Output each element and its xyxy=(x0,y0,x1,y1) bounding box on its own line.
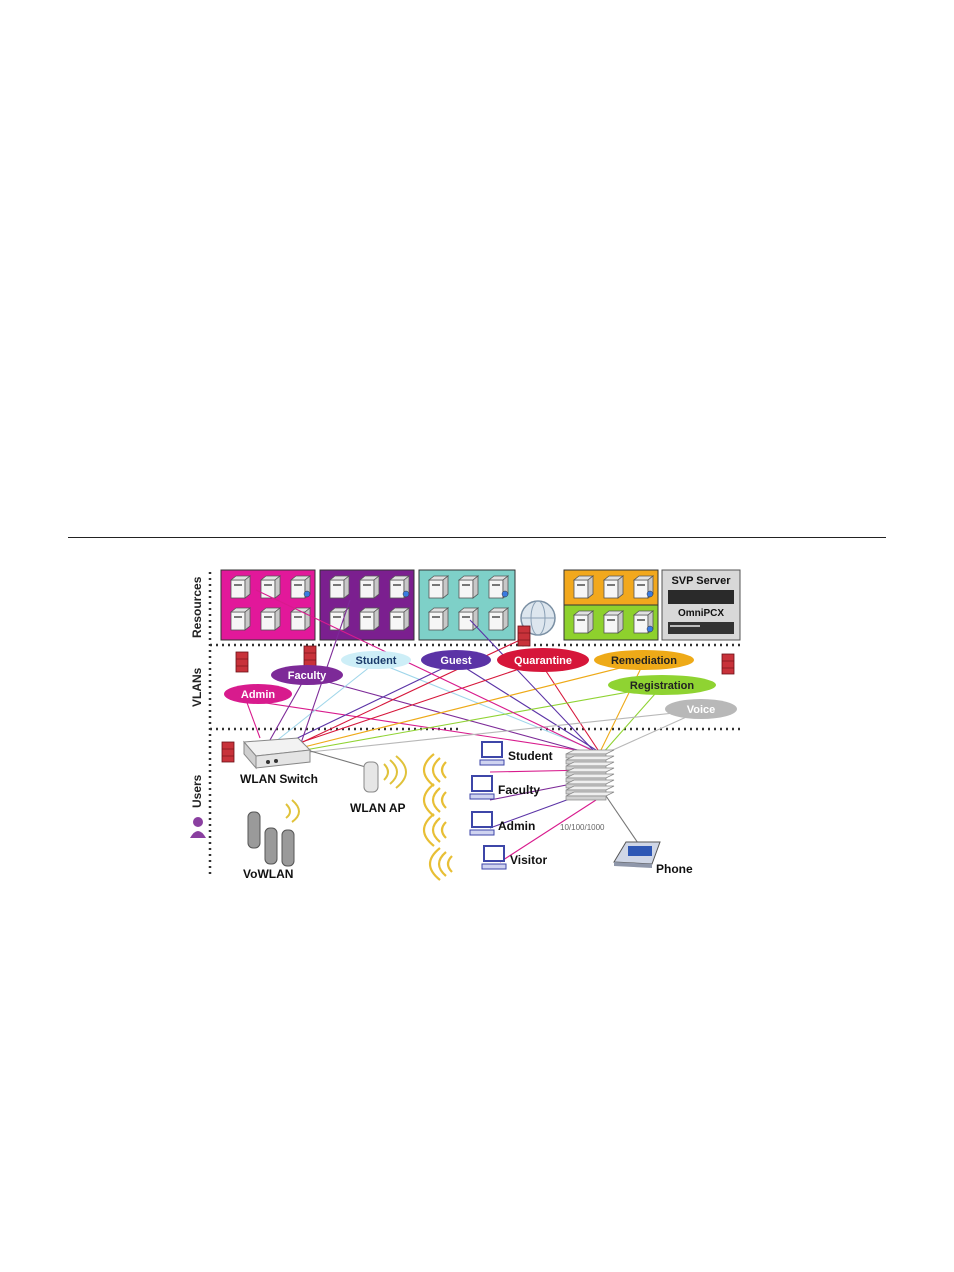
server-icon xyxy=(459,576,478,598)
server-icon xyxy=(261,576,280,598)
server-icon xyxy=(291,576,310,598)
server-icon xyxy=(574,611,593,633)
vlan-label: Faculty xyxy=(288,670,327,682)
wired-user-faculty: Faculty xyxy=(470,776,540,799)
vlan-student: Student xyxy=(341,651,411,669)
vlan-registration: Registration xyxy=(608,675,716,695)
server-icon xyxy=(261,608,280,630)
server-icon xyxy=(231,576,250,598)
wired-user-visitor: Visitor xyxy=(482,846,547,869)
resource-panel-guest xyxy=(419,570,515,640)
server-icon xyxy=(330,576,349,598)
server-icon xyxy=(574,576,593,598)
server-icon xyxy=(459,608,478,630)
wlan-ap-label: WLAN AP xyxy=(350,801,406,815)
server-icon xyxy=(429,608,448,630)
vlan-quarantine: Quarantine xyxy=(497,648,589,672)
resource-panel-admin xyxy=(221,570,315,640)
wired-user-label: Student xyxy=(508,749,553,763)
switch-speed-label: 10/100/1000 xyxy=(560,823,605,832)
server-icon xyxy=(489,576,508,598)
vlan-label: Guest xyxy=(440,655,472,667)
firewall-icon xyxy=(236,652,248,672)
server-icon xyxy=(604,576,623,598)
omnipcx-label: OmniPCX xyxy=(678,608,724,619)
ip-phone-icon xyxy=(614,842,660,868)
row-label-resources: Resources xyxy=(190,576,204,638)
monitor-icon xyxy=(482,846,506,869)
wlan-switch-label: WLAN Switch xyxy=(240,772,318,786)
server-icon xyxy=(360,576,379,598)
firewall-icon xyxy=(722,654,734,674)
server-icon xyxy=(360,608,379,630)
voice-panel: SVP Server OmniPCX xyxy=(662,570,740,640)
server-icon xyxy=(604,611,623,633)
vlan-label: Remediation xyxy=(611,655,677,667)
server-rack-icon xyxy=(668,590,734,604)
monitor-icon xyxy=(470,812,494,835)
server-icon xyxy=(634,576,653,598)
vlan-label: Admin xyxy=(241,689,276,701)
resource-panel-registration xyxy=(564,605,658,640)
vlan-label: Student xyxy=(356,655,397,667)
wired-user-label: Faculty xyxy=(498,783,540,797)
vlan-guest: Guest xyxy=(421,650,491,670)
firewall-icon xyxy=(222,742,234,762)
row-label-vlans: VLANs xyxy=(190,667,204,707)
server-icon xyxy=(390,608,409,630)
switch-stack-icon xyxy=(566,750,614,800)
vlan-label: Voice xyxy=(687,704,716,716)
server-icon xyxy=(390,576,409,598)
monitor-icon xyxy=(470,776,494,799)
vlan-voice: Voice xyxy=(665,699,737,719)
handset-icon xyxy=(248,800,299,866)
server-icon xyxy=(489,608,508,630)
server-icon xyxy=(429,576,448,598)
vlan-admin: Admin xyxy=(224,684,292,704)
server-icon xyxy=(231,608,250,630)
firewall-icon xyxy=(304,646,316,666)
wired-user-student: Student xyxy=(480,742,553,765)
firewall-icon xyxy=(518,626,530,646)
wlan-switch-icon xyxy=(244,738,310,768)
access-point-icon xyxy=(364,756,406,792)
vlan-label: Quarantine xyxy=(514,655,572,667)
wifi-waves-icon xyxy=(424,754,452,880)
vlan-faculty: Faculty xyxy=(271,665,343,685)
vlan-label: Registration xyxy=(630,680,694,692)
server-icon xyxy=(634,611,653,633)
row-label-users: Users xyxy=(190,774,204,808)
resource-panel-remediation xyxy=(564,570,658,605)
vowlan-label: VoWLAN xyxy=(243,867,293,881)
svp-server-label: SVP Server xyxy=(671,575,731,587)
resource-panel-faculty xyxy=(320,570,414,640)
wired-user-label: Visitor xyxy=(510,853,547,867)
monitor-icon xyxy=(480,742,504,765)
wired-user-label: Admin xyxy=(498,819,535,833)
user-icon xyxy=(190,817,206,838)
phone-label: Phone xyxy=(656,862,693,876)
vlan-remediation: Remediation xyxy=(594,650,694,670)
